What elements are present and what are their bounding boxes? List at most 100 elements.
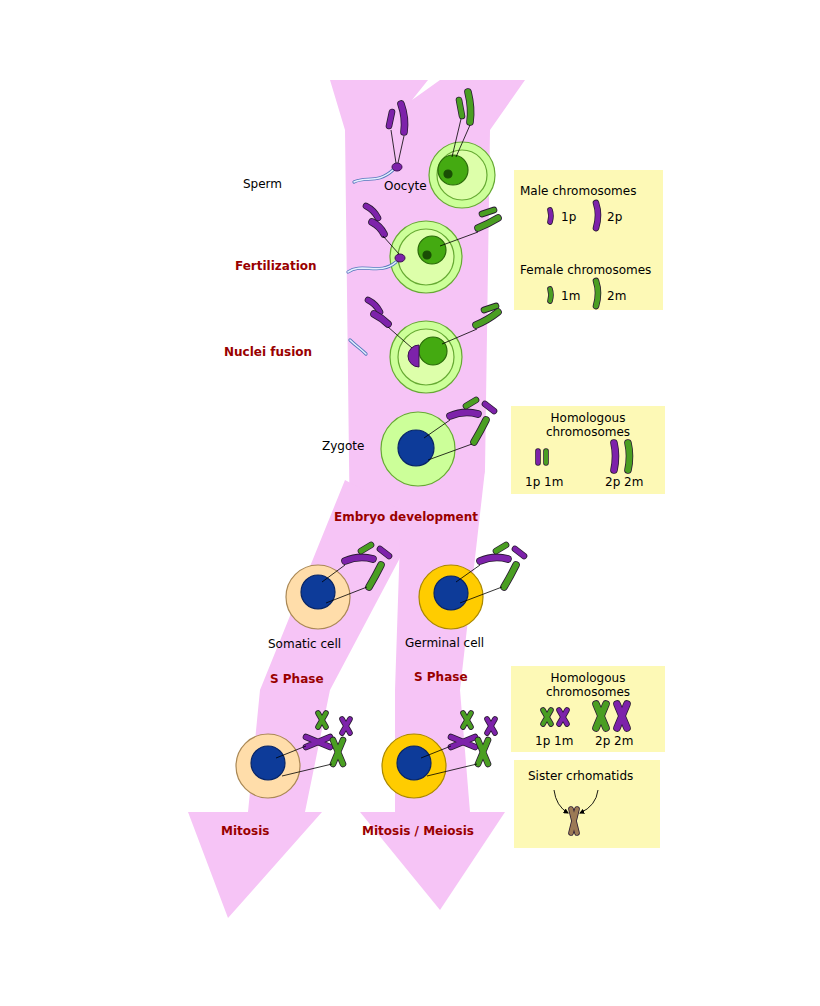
sperm-tail (348, 262, 396, 272)
chromosome-outline (306, 737, 330, 747)
oocyte-inner (398, 229, 454, 285)
legend-box: Sister crhomatids (514, 760, 660, 848)
cell-label: Sperm (243, 177, 282, 191)
nucleus (438, 155, 468, 185)
chromosome (318, 713, 326, 727)
box-label: Sister crhomatids (528, 769, 633, 783)
leader-line (456, 565, 480, 582)
chromosome-outline (389, 112, 392, 126)
chromosome (306, 737, 330, 747)
chromosome-outline (366, 206, 378, 218)
chromosome (482, 210, 494, 214)
oocyte-inner (398, 329, 454, 385)
leader-line (282, 764, 332, 776)
chromosome (614, 443, 616, 470)
chromosome (466, 400, 476, 406)
chromosome-outline (535, 451, 541, 463)
chromosome (496, 545, 506, 551)
box-label: 2p 2m (605, 475, 643, 489)
stage-label: S Phase (414, 670, 468, 684)
stage-label: Embryo development (334, 510, 478, 524)
chromosome (450, 412, 478, 416)
box-heading: Homologous chromosomes (516, 411, 660, 439)
chromosome-outline (478, 740, 488, 764)
box-label: Female chromosomes (520, 263, 651, 277)
sperm-tail (350, 340, 366, 354)
chromosome-outline (401, 104, 405, 132)
chromosome (559, 710, 567, 724)
chromosome-outline (496, 545, 506, 551)
chromosome (369, 565, 381, 587)
oocyte (390, 321, 462, 393)
chromosome-outline (345, 557, 373, 561)
leader-line (322, 565, 345, 582)
box-label: 1p (561, 210, 576, 224)
box-label: Male chromosomes (520, 184, 636, 198)
chromosome-outline (571, 809, 577, 833)
chromosome-outline (596, 704, 606, 728)
chromosome (550, 210, 551, 222)
chromosome-outline (480, 557, 508, 561)
cell-label: Somatic cell (268, 637, 341, 651)
cell-label: Germinal cell (405, 636, 484, 650)
chromosome (617, 704, 627, 728)
male-nucleus (408, 345, 419, 367)
box-label: 1p 1m (525, 475, 563, 489)
box-label: 1p 1m (535, 734, 573, 748)
leader-line (383, 236, 399, 254)
chromosome-outline (543, 451, 549, 463)
chromosome-outline (628, 443, 630, 470)
legend-box: Male chromosomes1p2pFemale chromosomes1m… (514, 170, 663, 310)
chromosome (342, 719, 350, 733)
chromosome (463, 713, 471, 727)
chromosome (468, 92, 471, 122)
chromosome-outline (596, 203, 598, 228)
leader-line (427, 764, 477, 776)
nucleolus (444, 170, 452, 178)
chromosome-outline (482, 210, 494, 214)
oocyte (429, 142, 495, 208)
chromosome (474, 420, 486, 442)
chromosome (515, 549, 524, 556)
chromosome-outline (614, 443, 616, 470)
nucleus (397, 746, 431, 780)
leader-line (424, 420, 450, 438)
chromosome (550, 289, 551, 301)
nucleus (251, 746, 285, 780)
chromosome-outline (342, 719, 350, 733)
leader-line (440, 232, 478, 246)
chromosome (487, 719, 495, 733)
chromosome (628, 443, 630, 470)
leader-line (398, 136, 404, 163)
pointer-arrow (580, 790, 598, 813)
chromosome (459, 100, 462, 116)
chromosome (544, 451, 548, 463)
flow-arrow (188, 80, 525, 918)
oocyte-inner (437, 150, 487, 200)
nucleus (419, 337, 447, 365)
chromosome-outline (617, 704, 627, 728)
sperm-head (392, 163, 402, 171)
chromosome (361, 545, 371, 551)
chromosome-outline (478, 218, 498, 228)
chromosome-outline (484, 306, 496, 310)
chromosome (596, 203, 598, 228)
chromosome-outline (466, 400, 476, 406)
sperm-tail (348, 262, 396, 272)
chromosome-outline (318, 713, 326, 727)
leader-line (391, 130, 396, 163)
stage-label: Mitosis / Meiosis (362, 824, 474, 838)
nucleus (398, 430, 434, 466)
chromosome (366, 206, 378, 218)
chromosome-outline (380, 549, 389, 556)
chromosome-outline (463, 713, 471, 727)
chromosome-outline (450, 412, 478, 416)
chromosome-outline (476, 312, 498, 325)
nucleus (301, 575, 335, 609)
chromosome (476, 312, 498, 325)
oocyte (390, 221, 462, 293)
chromosome (485, 404, 494, 411)
somatic-cell (236, 734, 300, 798)
chromosome (374, 314, 388, 324)
stage-label: Fertilization (235, 259, 317, 273)
